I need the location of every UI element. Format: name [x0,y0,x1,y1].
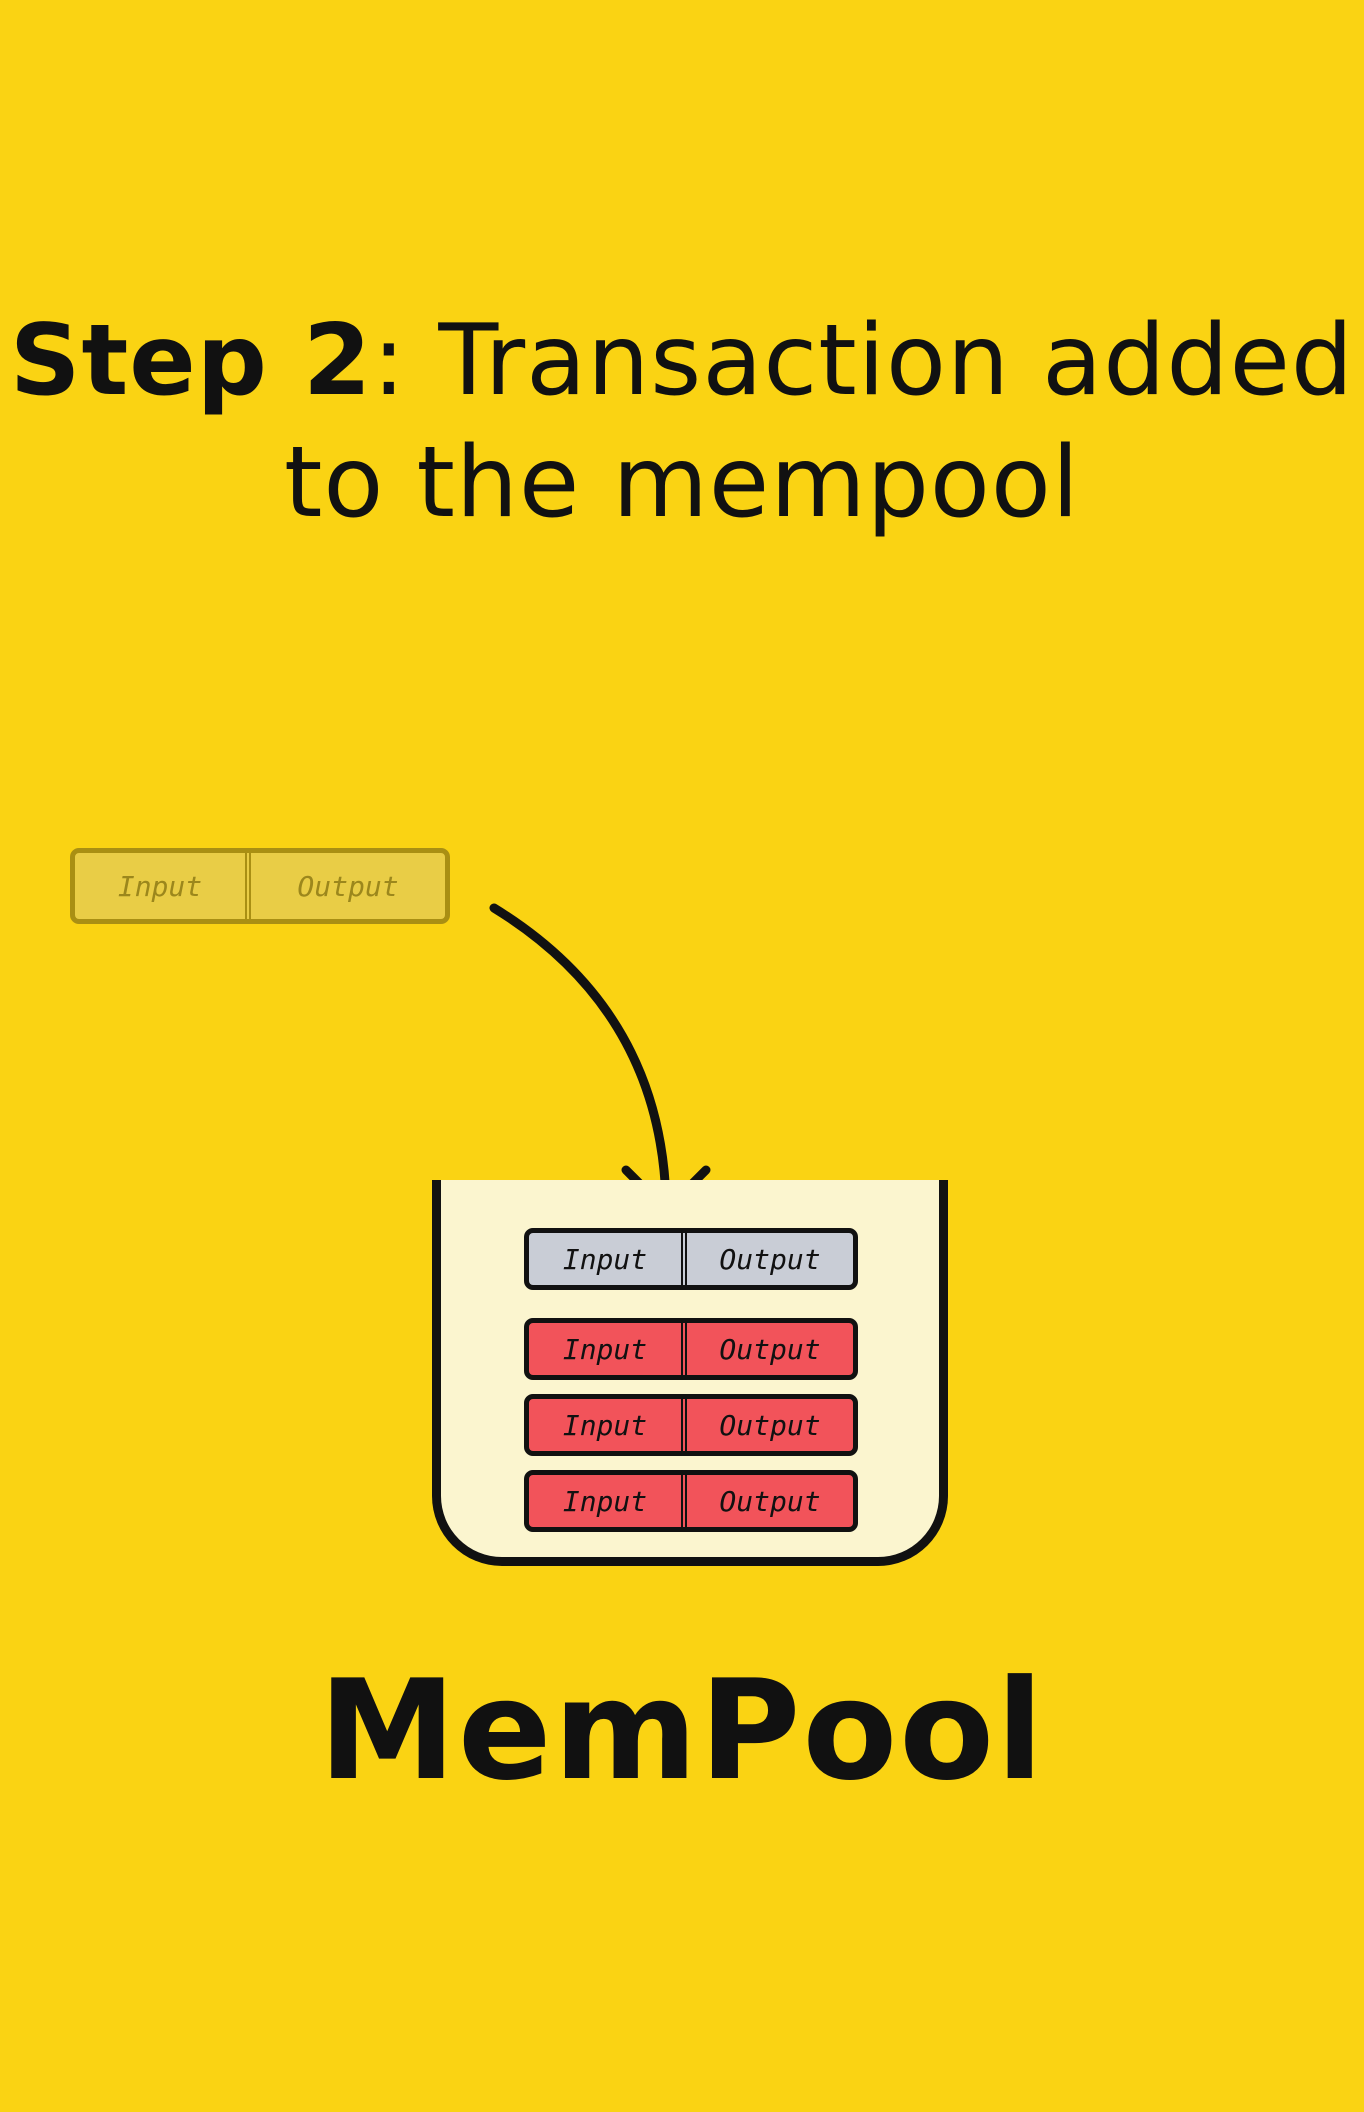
mempool-transaction: Input Output [524,1318,858,1380]
heading-step: Step 2 [9,304,373,418]
mempool-label: MemPool [318,1650,1046,1811]
heading: Step 2: Transaction added to the mempool [0,300,1364,544]
tx-divider [681,1323,687,1375]
incoming-transaction: Input Output [70,848,450,924]
tx-input: Input [562,1332,648,1366]
mempool-transaction: Input Output [524,1394,858,1456]
mempool-transaction: Input Output [524,1470,858,1532]
tx-input: Input [562,1408,648,1442]
tx-input: Input [562,1242,648,1276]
tx-divider [245,853,251,919]
tx-input: Input [117,869,203,903]
tx-output: Output [297,869,399,903]
tx-input: Input [562,1484,648,1518]
tx-output: Output [719,1332,821,1366]
tx-divider [681,1233,687,1285]
tx-output: Output [719,1408,821,1442]
heading-text: : Transaction added to the mempool [283,304,1355,540]
tx-divider [681,1475,687,1527]
tx-divider [681,1399,687,1451]
tx-output: Output [719,1484,821,1518]
mempool-transaction-new: Input Output [524,1228,858,1290]
tx-output: Output [719,1242,821,1276]
